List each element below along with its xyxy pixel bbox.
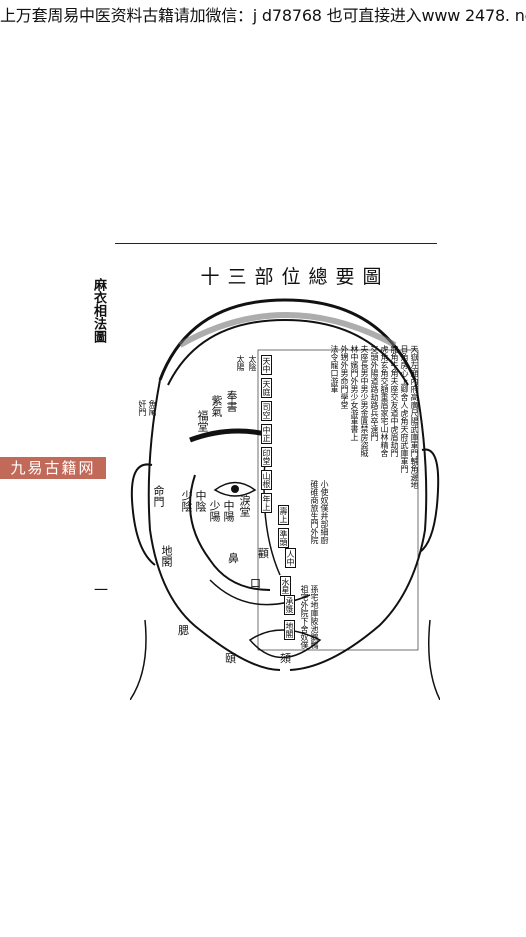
- label-taiyin: 太陰: [248, 355, 257, 371]
- label-zhongzheng: 中正: [261, 424, 272, 444]
- text-column-4: 虎角玄角交額重眉家宅山林精舍: [380, 345, 389, 457]
- text-column-7: 林中嬪門外男少女游軍書上: [350, 345, 359, 441]
- text-column-5: 交頭外陽道路劫路兵卒遠門: [370, 345, 379, 441]
- head-cap-inner: [167, 318, 409, 386]
- label-hai: 頦: [280, 652, 291, 665]
- face-outline-svg: [130, 298, 440, 700]
- text-column-1: 天嶽左廂內府高廣尺陽武庫軍門輔角邊地: [410, 345, 419, 489]
- text-column-6: 夫座長男中男少男金匱禁房盜賊: [360, 345, 369, 457]
- label-zhongyang: 中陽: [222, 500, 235, 522]
- left-eye: [213, 481, 257, 497]
- text-column-10: 小使奴僕井部細廚: [320, 480, 329, 544]
- label-dige-left: 地閣: [160, 545, 173, 567]
- side-title: 麻衣相法圖: [91, 278, 106, 343]
- label-shoushang: 壽上: [278, 505, 289, 525]
- label-tianting: 天庭: [261, 378, 272, 398]
- label-jianmen: 奸門: [138, 400, 147, 416]
- text-column-3: 龍角牛角夫座交友道中虎眉劫門: [390, 345, 399, 457]
- text-column-8: 外甥外男命門學堂: [340, 345, 349, 409]
- text-column-2: 日角房心上卿舍人虎角天府武庫軍門: [400, 345, 409, 473]
- label-kou: 口: [250, 577, 261, 590]
- label-fengshu: 奉書: [225, 390, 238, 412]
- face-diagram: 天中 天庭 司空 中正 印堂 山根 年上 壽上 準頭 人中 水星 承漿 地閣 命…: [130, 290, 440, 700]
- chin-oval: [248, 629, 322, 659]
- label-yi: 頤: [225, 652, 236, 665]
- label-yintang: 印堂: [261, 447, 272, 467]
- label-yuwei: 魚尾: [148, 400, 157, 416]
- cheek-curve: [189, 474, 271, 591]
- label-ziqi: 紫氣: [210, 395, 223, 417]
- label-dige: 地閣: [284, 620, 295, 640]
- label-futang: 福堂: [196, 410, 209, 432]
- label-tianzhong: 天中: [261, 355, 272, 375]
- watermark-badge: 九易古籍网: [0, 457, 106, 479]
- label-zhongyin: 中陰: [194, 490, 207, 512]
- label-mingmen: 命門: [152, 485, 165, 507]
- label-sikong: 司空: [261, 401, 272, 421]
- neck-right: [428, 619, 440, 700]
- right-ear: [419, 448, 440, 553]
- label-leitang: 淚堂: [238, 495, 251, 517]
- text-column-13: 孫宅地庫陂池鵝鴨: [310, 585, 319, 649]
- label-chengjiang: 承漿: [284, 595, 295, 615]
- label-shangen: 山根: [261, 470, 272, 490]
- label-shuixing: 水星: [280, 576, 291, 596]
- head-cap-band: [178, 312, 397, 348]
- label-quan: 顴: [258, 547, 269, 560]
- left-pupil: [231, 485, 239, 493]
- face-left-side: [147, 379, 281, 671]
- top-banner-text: 上万套周易中医资料古籍请加微信：j d78768 也可直接进入www 2478.…: [0, 6, 526, 25]
- text-column-11: 碓碓商旅生門外院: [310, 480, 319, 544]
- label-renzhong: 人中: [285, 548, 296, 568]
- label-shaoyin: 少陰: [180, 490, 193, 512]
- label-nianshang: 年上: [261, 493, 272, 513]
- label-taiyang: 太陽: [236, 355, 245, 371]
- label-sai: 腮: [178, 624, 189, 637]
- label-bi: 鼻: [228, 552, 239, 565]
- top-rule-line: [115, 243, 437, 244]
- left-ear: [130, 463, 156, 566]
- label-zhuntou: 準頭: [278, 528, 289, 548]
- text-column-9: 法令寵口游軍: [330, 345, 339, 393]
- label-shaoyang: 少陽: [208, 500, 221, 522]
- page-title: 十三部位總要圖: [200, 266, 390, 288]
- text-column-12: 祖宅外院下舍奴僕: [300, 585, 309, 649]
- neck-left: [130, 619, 147, 700]
- center-column-box: [257, 349, 419, 651]
- mouth-curve: [209, 579, 311, 606]
- page-number: 一: [94, 583, 108, 599]
